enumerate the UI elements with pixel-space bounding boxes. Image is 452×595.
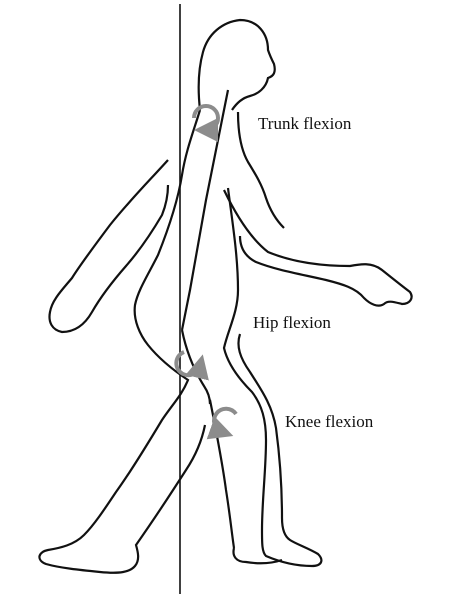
head-outline [199, 20, 275, 110]
knee-rotation-arrow-icon [214, 409, 236, 432]
front-arm-outline [224, 190, 412, 306]
trunk-inner-line [182, 90, 228, 330]
rear-arm-outline [50, 160, 169, 332]
foot-outline [234, 548, 283, 563]
hip-flexion-label: Hip flexion [253, 313, 331, 333]
trunk-flexion-label: Trunk flexion [258, 114, 351, 134]
knee-flexion-label: Knee flexion [285, 412, 373, 432]
thigh-front-line [182, 330, 210, 404]
front-leg-outline [224, 188, 321, 566]
